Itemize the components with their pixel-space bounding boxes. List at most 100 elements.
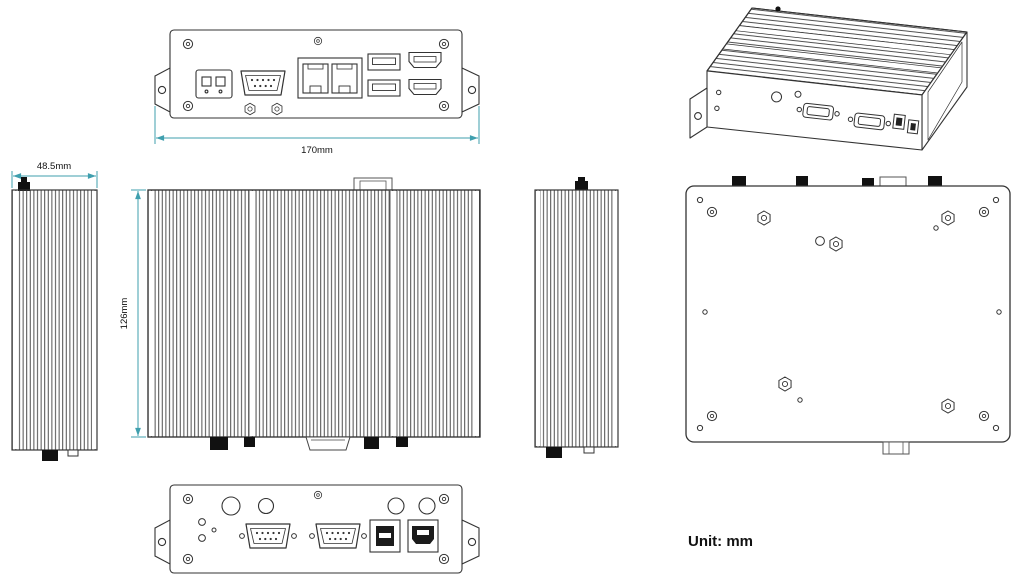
port-screw	[361, 533, 367, 539]
hex-standoff-icon	[829, 236, 843, 252]
usb-port	[369, 519, 401, 553]
connector-nub	[732, 176, 746, 186]
antenna-knob	[775, 6, 781, 12]
screw-icon	[978, 410, 990, 422]
left-side-drawing: 48.5mm	[11, 161, 98, 461]
serial-port	[847, 112, 891, 131]
right-side-drawing	[534, 177, 619, 458]
screw-icon	[182, 553, 194, 565]
left-ear-hole	[157, 85, 167, 95]
left-mounting-ear	[154, 519, 171, 565]
front-panel-view: 170mm	[150, 20, 484, 160]
hdmi-port	[407, 519, 439, 553]
front-io-cluster	[714, 89, 920, 135]
serial-port	[240, 70, 286, 96]
side-body	[534, 189, 619, 448]
bracket-hole	[694, 112, 702, 120]
isometric-view	[682, 0, 1022, 165]
hex-nut-icon	[244, 102, 256, 116]
bottom-connectors	[210, 436, 408, 451]
hex-standoff-icon	[941, 210, 955, 226]
power-connector	[195, 69, 233, 99]
usb-port	[367, 53, 401, 71]
right-mounting-ear	[461, 67, 480, 113]
screw-icon	[438, 493, 450, 505]
dimension-height: 126mm	[119, 189, 146, 438]
mount-hole	[992, 196, 1000, 204]
hex-standoff-icon	[941, 398, 955, 414]
port-screw	[309, 533, 315, 539]
right-ear-hole	[467, 537, 477, 547]
right-face-inset	[927, 41, 963, 141]
left-side-view: 48.5mm	[4, 158, 108, 468]
screw-icon	[182, 493, 194, 505]
serial-port-1	[245, 523, 291, 549]
left-mounting-ear	[154, 67, 171, 113]
bottom-drawing	[685, 176, 1011, 455]
screw-icon	[438, 553, 450, 565]
top-connector	[353, 177, 393, 191]
antenna-holes	[221, 496, 436, 516]
width-dimension-label: 170mm	[301, 145, 333, 156]
bottom-mount	[67, 449, 79, 457]
port-screw	[291, 533, 297, 539]
hdmi-port	[408, 51, 442, 69]
bottom-connector	[396, 437, 408, 447]
connector-nub	[928, 176, 942, 186]
mount-hole	[702, 309, 708, 315]
status-leds	[198, 518, 217, 542]
heatsink-body	[147, 189, 481, 438]
top-heatsink-view: 126mm	[118, 166, 484, 468]
mount-hole	[797, 397, 803, 403]
mount-hole	[992, 424, 1000, 432]
screw-icon	[182, 38, 194, 50]
side-body	[11, 189, 98, 451]
mount-hole	[696, 196, 704, 204]
hex-standoff-icon	[778, 376, 792, 392]
top-edge-connectors	[732, 176, 942, 187]
screw-icon	[313, 490, 323, 500]
hex-standoff-icon	[757, 210, 771, 226]
screw-icon	[313, 36, 323, 46]
serial-port-2	[315, 523, 361, 549]
screw-icon	[182, 100, 194, 112]
serial-port-bottom	[305, 436, 351, 451]
rear-panel-view	[150, 478, 484, 586]
mount-hole	[933, 225, 939, 231]
serial-port-edge	[879, 176, 907, 187]
bottom-view	[680, 164, 1024, 464]
bottom-connector	[244, 437, 255, 447]
dimension-depth: 48.5mm	[11, 161, 98, 188]
serial-port	[796, 102, 840, 121]
right-ear-hole	[467, 85, 477, 95]
mounting-holes	[696, 196, 1002, 432]
bottom-connector	[546, 447, 562, 458]
front-panel-drawing: 170mm	[154, 29, 480, 156]
top-heatsink-drawing: 126mm	[119, 177, 481, 451]
mount-hole	[696, 424, 704, 432]
mount-hole	[815, 236, 825, 246]
screw-icon	[706, 206, 718, 218]
dimension-width: 170mm	[154, 106, 480, 156]
bottom-edge-connector	[882, 441, 910, 455]
chassis-body	[689, 6, 968, 151]
isometric-drawing	[689, 6, 968, 151]
bottom-connector	[210, 437, 228, 450]
bottom-plate	[685, 185, 1011, 443]
left-ear-hole	[157, 537, 167, 547]
screw-icon	[706, 410, 718, 422]
screw-icon	[438, 100, 450, 112]
bottom-mount	[583, 446, 595, 454]
depth-dimension-label: 48.5mm	[37, 161, 71, 172]
ethernet-ports	[297, 57, 363, 99]
unit-label: Unit: mm	[688, 533, 753, 550]
antenna-hole	[794, 90, 802, 98]
hex-nut-icon	[271, 102, 283, 116]
right-side-view	[528, 166, 624, 468]
screw-icon	[978, 206, 990, 218]
bottom-connector	[364, 437, 379, 449]
mount-hole	[996, 309, 1002, 315]
connector-nub	[796, 176, 808, 186]
height-dimension-label: 126mm	[119, 298, 130, 330]
usb-port	[367, 79, 401, 97]
